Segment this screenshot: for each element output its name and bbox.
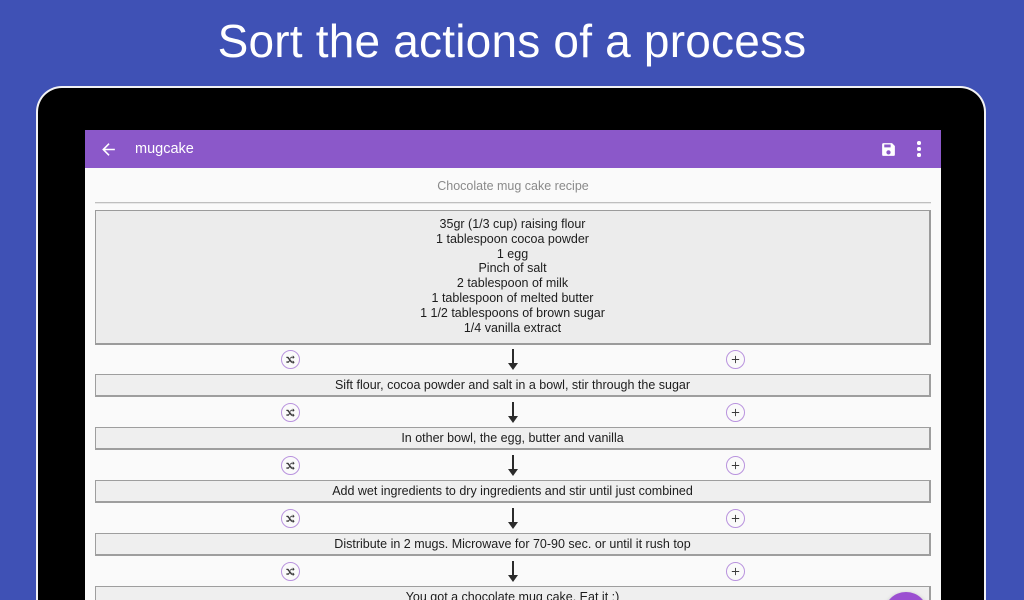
arrow-down-icon xyxy=(508,507,518,529)
connector-row xyxy=(95,345,931,374)
arrow-down-icon xyxy=(508,560,518,582)
shuffle-icon[interactable] xyxy=(281,562,300,582)
recipe-content: Chocolate mug cake recipe 35gr (1/3 cup)… xyxy=(85,168,941,600)
ingredient-line: 35gr (1/3 cup) raising flour xyxy=(439,217,586,231)
overflow-menu-icon[interactable] xyxy=(909,136,929,162)
step-text: In other bowl, the egg, butter and vanil… xyxy=(401,431,624,446)
plus-icon[interactable] xyxy=(726,509,745,529)
shuffle-icon[interactable] xyxy=(281,509,300,529)
ingredient-line: 1/4 vanilla extract xyxy=(463,320,562,335)
shuffle-icon[interactable] xyxy=(281,350,300,370)
plus-icon[interactable] xyxy=(726,403,745,423)
step-row[interactable]: You got a chocolate mug cake. Eat it :) xyxy=(95,586,931,600)
overflow-dot xyxy=(917,141,921,145)
step-row[interactable]: Sift flour, cocoa powder and salt in a b… xyxy=(95,374,931,398)
ingredient-line: 1 egg xyxy=(496,246,529,261)
promo-headline: Sort the actions of a process xyxy=(0,0,1024,82)
promo-headline-text: Sort the actions of a process xyxy=(217,15,807,67)
step-text: Sift flour, cocoa powder and salt in a b… xyxy=(334,378,691,393)
step-text: You got a chocolate mug cake. Eat it :) xyxy=(405,590,620,600)
connector-row xyxy=(95,398,931,427)
ingredient-line: 1 tablespoon of melted butter xyxy=(431,290,594,305)
step-row[interactable]: In other bowl, the egg, butter and vanil… xyxy=(95,427,931,451)
connector-row xyxy=(95,504,931,533)
shuffle-icon[interactable] xyxy=(281,403,300,423)
arrow-down-icon xyxy=(508,401,518,423)
overflow-dot xyxy=(917,153,921,157)
plus-icon[interactable] xyxy=(726,456,745,476)
ingredient-line: 1 1/2 tablespoons of brown sugar xyxy=(420,305,605,320)
overflow-dot xyxy=(917,147,921,151)
ingredients-box[interactable]: 35gr (1/3 cup) raising flour 1 tablespoo… xyxy=(95,210,931,346)
tablet-device-frame: mugcake Chocolate mug cake recipe 35g xyxy=(36,86,986,600)
edit-fab-button[interactable] xyxy=(884,592,928,600)
app-bar-title: mugcake xyxy=(135,141,194,157)
arrow-down-icon xyxy=(508,454,518,476)
device-screen: mugcake Chocolate mug cake recipe 35g xyxy=(85,130,941,600)
ingredient-line: Pinch of salt xyxy=(478,261,547,276)
recipe-title: Chocolate mug cake recipe xyxy=(437,179,589,193)
plus-icon[interactable] xyxy=(726,562,745,582)
step-text: Add wet ingredients to dry ingredients a… xyxy=(332,484,693,499)
app-bar: mugcake xyxy=(85,130,941,168)
arrow-down-icon xyxy=(508,348,518,370)
save-floppy-icon[interactable] xyxy=(875,136,901,162)
connector-row xyxy=(95,451,931,480)
ingredient-line: 2 tablespoon of milk xyxy=(456,276,569,291)
connector-row xyxy=(95,557,931,586)
ingredient-line: 1 tablespoon cocoa powder xyxy=(436,231,589,246)
arrow-back-icon[interactable] xyxy=(95,136,121,162)
step-row[interactable]: Add wet ingredients to dry ingredients a… xyxy=(95,480,931,504)
shuffle-icon[interactable] xyxy=(281,456,300,476)
overflow-dots xyxy=(917,141,921,157)
title-divider xyxy=(95,202,931,204)
plus-icon[interactable] xyxy=(726,350,745,370)
step-row[interactable]: Distribute in 2 mugs. Microwave for 70-9… xyxy=(95,533,931,557)
step-text: Distribute in 2 mugs. Microwave for 70-9… xyxy=(334,537,691,552)
